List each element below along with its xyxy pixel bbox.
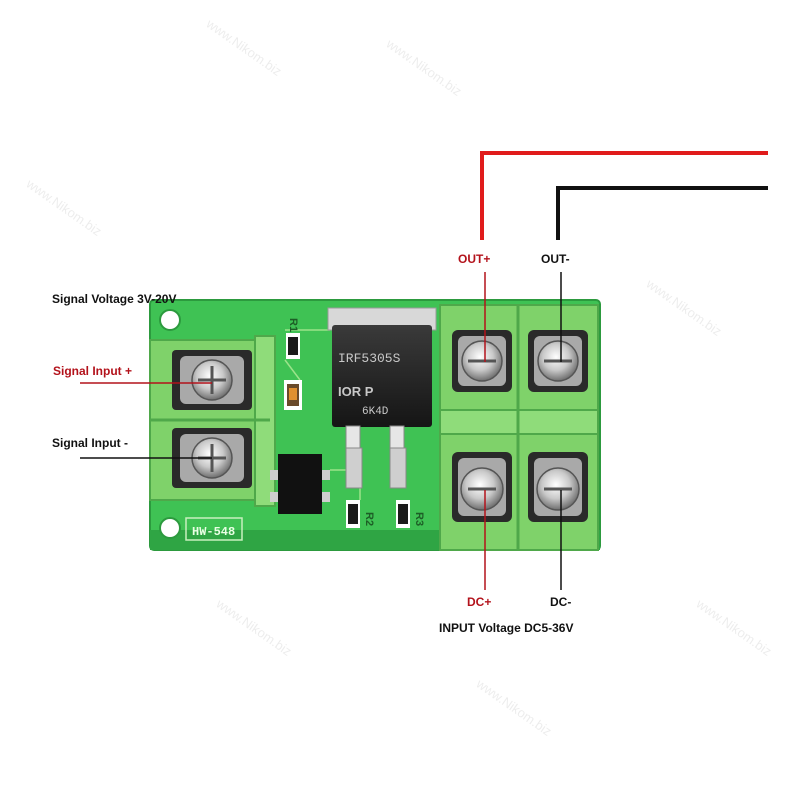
output-positive-wire [480, 151, 768, 240]
resistor-r3 [396, 500, 410, 528]
output-negative-wire [556, 186, 768, 240]
r2-label: R2 [363, 512, 375, 526]
model-label-box [185, 517, 243, 541]
mounting-hole [159, 309, 181, 331]
screw-dc-minus [528, 452, 588, 522]
driver-ic [270, 454, 330, 514]
led-indicator [284, 380, 302, 410]
dc-minus-label: DC- [550, 595, 572, 609]
r3-label: R3 [413, 512, 425, 526]
screw-out-plus [452, 330, 512, 392]
input-voltage-label: INPUT Voltage DC5-36V [439, 621, 574, 635]
resistor-r1 [286, 333, 300, 359]
resistor-r2 [346, 500, 360, 528]
screw-out-minus [528, 330, 588, 392]
signal-input-plus-label: Signal Input + [53, 364, 133, 378]
dc-plus-label: DC+ [467, 595, 492, 609]
mosfet-marking-1: IRF5305S [338, 351, 401, 366]
signal-input-minus-label: Signal Input - [52, 436, 128, 450]
mosfet-chip [327, 307, 437, 489]
out-plus-label: OUT+ [458, 252, 491, 266]
signal-voltage-label: Signal Voltage 3V-20V [52, 292, 177, 306]
mosfet-marking-3: 6K4D [362, 406, 389, 418]
mounting-hole [159, 517, 181, 539]
mosfet-marking-2: IOR P [338, 384, 374, 399]
out-minus-label: OUT- [541, 252, 570, 266]
screw-dc-plus [452, 452, 512, 522]
screw-signal-plus [180, 356, 244, 404]
r1-label: R1 [287, 318, 299, 332]
model-label: HW-548 [192, 525, 235, 539]
